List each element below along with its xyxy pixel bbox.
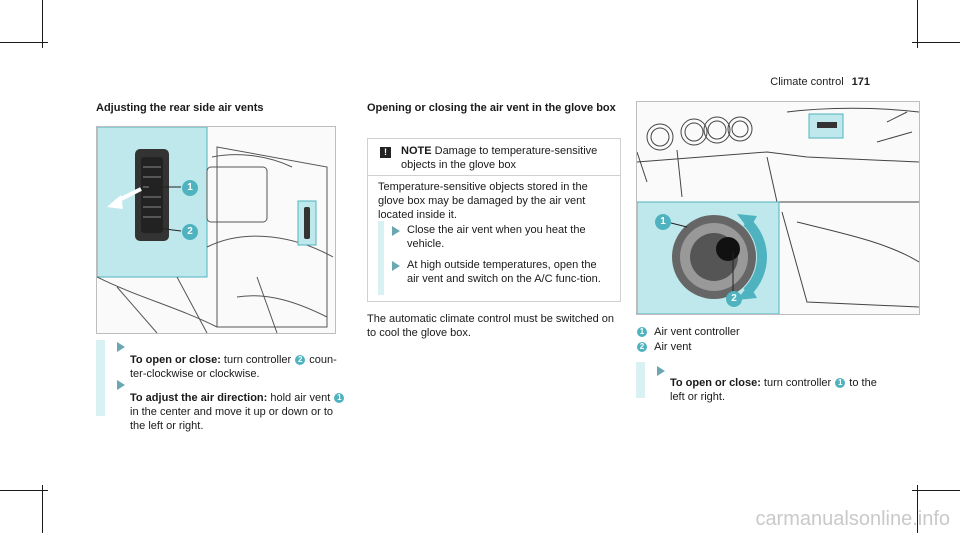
ref-1: 1 bbox=[835, 378, 846, 388]
callout-2: 2 bbox=[726, 291, 742, 307]
crop-mark bbox=[0, 490, 48, 491]
section-title: Climate control bbox=[770, 76, 844, 88]
ref-1: 1 bbox=[334, 393, 345, 403]
right-step: To open or close: turn controller 1 to t… bbox=[670, 377, 877, 403]
step-arrow-icon bbox=[117, 380, 125, 390]
note-bullet-1: Close the air vent when you heat the veh… bbox=[407, 224, 586, 250]
rear-vent-illustration: 1 2 bbox=[96, 126, 336, 334]
watermark: carmanualsonline.info bbox=[755, 508, 950, 530]
left-heading: Adjusting the rear side air vents bbox=[96, 102, 264, 114]
note-title-row: ! NOTE Damage to temperature-sensitive o… bbox=[368, 139, 620, 176]
legend-item-2: 2 Air vent bbox=[636, 340, 691, 354]
glove-box-illustration: 1 2 bbox=[636, 101, 920, 315]
step-arrow-icon bbox=[117, 342, 125, 352]
crop-mark bbox=[42, 0, 43, 48]
crop-mark bbox=[917, 0, 918, 48]
note-step-bar bbox=[378, 221, 384, 295]
note-title: NOTE Damage to temperature-sensitive obj… bbox=[401, 145, 598, 171]
left-step-1: To open or close: turn controller 2 coun… bbox=[130, 354, 337, 380]
crop-mark bbox=[917, 485, 918, 533]
callout-1: 1 bbox=[182, 180, 198, 196]
note-box: ! NOTE Damage to temperature-sensitive o… bbox=[367, 138, 621, 302]
ref-2: 2 bbox=[295, 355, 306, 365]
step-bar bbox=[636, 362, 645, 398]
middle-heading: Opening or closing the air vent in the g… bbox=[367, 102, 616, 114]
crop-mark bbox=[0, 42, 48, 43]
note-bullet-2: At high outside temperatures, open the a… bbox=[407, 259, 601, 285]
page-header: Climate control 171 bbox=[770, 76, 870, 88]
callout-1: 1 bbox=[655, 214, 671, 230]
step-arrow-icon bbox=[392, 261, 400, 271]
step-arrow-icon bbox=[657, 366, 665, 376]
step-arrow-icon bbox=[392, 226, 400, 236]
crop-mark bbox=[42, 485, 43, 533]
callout-2: 2 bbox=[182, 224, 198, 240]
page-number: 171 bbox=[851, 76, 870, 88]
step-bar bbox=[96, 340, 105, 416]
warning-icon: ! bbox=[380, 147, 391, 158]
note-body: Temperature-sensitive objects stored in … bbox=[378, 181, 588, 221]
left-step-2: To adjust the air direction: hold air ve… bbox=[130, 377, 355, 433]
glove-box-drawing bbox=[637, 107, 919, 314]
crop-mark bbox=[912, 42, 960, 43]
legend-item-1: 1 Air vent controller bbox=[636, 325, 740, 339]
rear-vent-drawing bbox=[97, 127, 334, 333]
crop-mark bbox=[912, 490, 960, 491]
middle-paragraph: The automatic climate control must be sw… bbox=[367, 313, 615, 339]
